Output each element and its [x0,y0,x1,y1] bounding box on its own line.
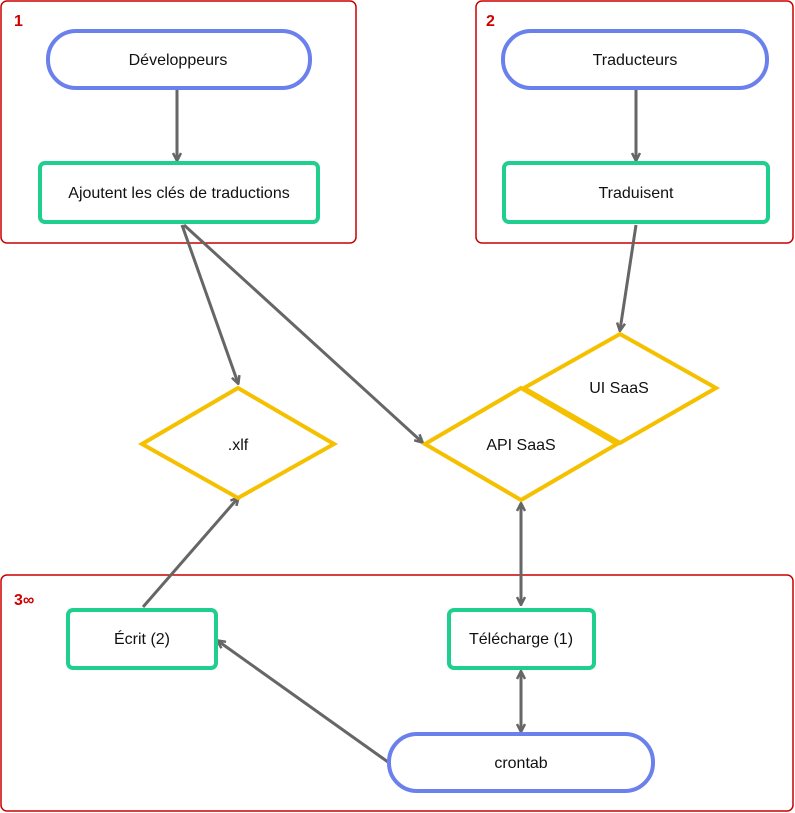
arrow-ajoutent-to-xlf [180,224,238,383]
arrow-ajoutent-to-api-saas [182,223,422,442]
node-ecrit [66,608,218,670]
node-traducteurs-label: Traducteurs [593,52,678,69]
group-1-label: 1 [14,13,23,30]
node-crontab [387,732,655,793]
node-ecrit-label: Écrit (2) [114,629,170,648]
node-traducteurs [501,29,769,90]
group-1-box [0,0,357,244]
node-xlf [137,385,339,501]
node-traduisent-label: Traduisent [599,185,675,202]
group-3-box [0,574,794,812]
node-developpeurs [46,29,312,90]
arrow-ecrit-to-xlf [141,498,238,608]
node-ajoutent-label: Ajoutent les clés de traductions [68,185,289,202]
node-developpeurs-label: Développeurs [129,52,228,69]
node-api-saas [421,385,621,503]
node-api-saas-label: API SaaS [486,437,555,454]
group-3-label: 3∞ [14,592,34,609]
node-crontab-label: crontab [494,755,547,772]
node-ui-saas-label: UI SaaS [589,380,649,397]
group-2-label: 2 [486,13,495,30]
node-telecharge-label: Télécharge (1) [469,631,573,648]
node-xlf-label: .xlf [228,437,249,454]
node-traduisent [502,161,770,224]
node-ui-saas [519,331,721,446]
arrow-crontab-to-ecrit [218,641,389,764]
node-telecharge [447,608,596,670]
arrow-traduisent-to-ui-saas [620,224,638,330]
node-ajoutent [38,161,320,224]
